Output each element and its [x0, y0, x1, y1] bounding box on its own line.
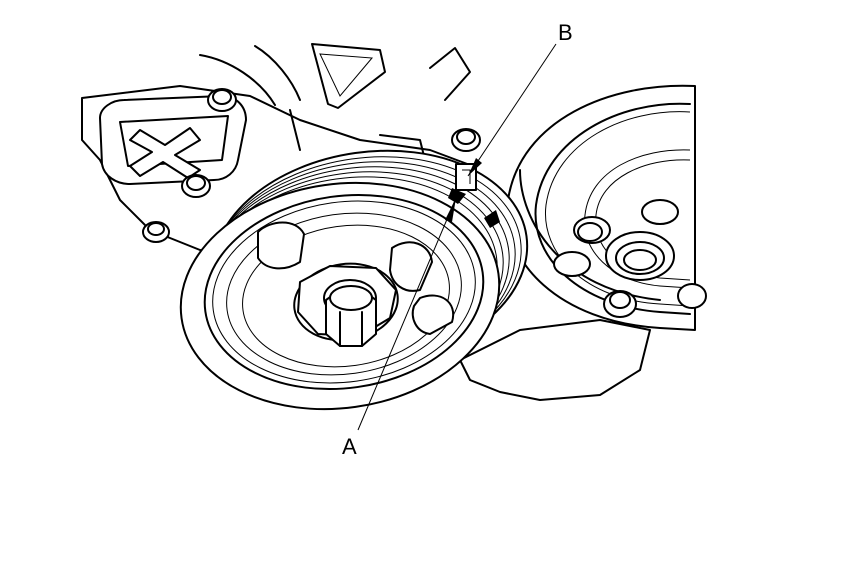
housing-bolts	[142, 88, 481, 243]
timing-marks	[448, 163, 500, 228]
arrowhead-b	[468, 158, 482, 176]
leader-line-a	[357, 197, 457, 431]
callout-b: B	[558, 20, 573, 45]
callout-a: A	[342, 434, 357, 459]
crankshaft-pulley	[179, 149, 529, 411]
arrowhead-a	[445, 198, 456, 222]
idler-pulley	[506, 84, 707, 331]
triangular-boss	[311, 43, 386, 109]
leader-line-b	[467, 43, 557, 177]
cover-plate	[99, 95, 247, 185]
